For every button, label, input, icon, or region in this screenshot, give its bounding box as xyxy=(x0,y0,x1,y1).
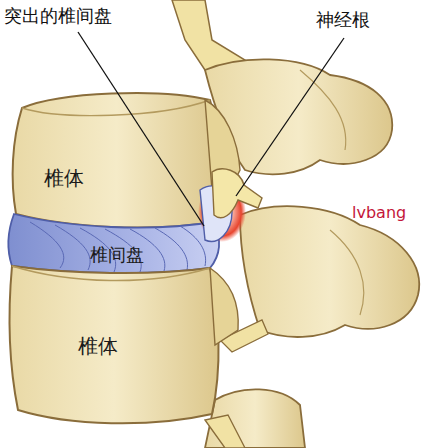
vertebral-body: 椎体 xyxy=(58,326,138,366)
disc-region: 椎间盘 xyxy=(62,240,172,270)
part-label: 椎体 xyxy=(78,333,118,360)
leader-line xyxy=(78,32,204,226)
watermark: lvbang xyxy=(352,203,406,222)
leader-line xyxy=(236,38,344,196)
callout-label: 突出的椎间盘 xyxy=(4,4,112,28)
callout-label: 神经根 xyxy=(316,8,370,32)
part-label: 椎间盘 xyxy=(90,243,144,267)
part-label: 椎体 xyxy=(44,165,84,192)
vertebral-body: 椎体 xyxy=(24,158,104,198)
